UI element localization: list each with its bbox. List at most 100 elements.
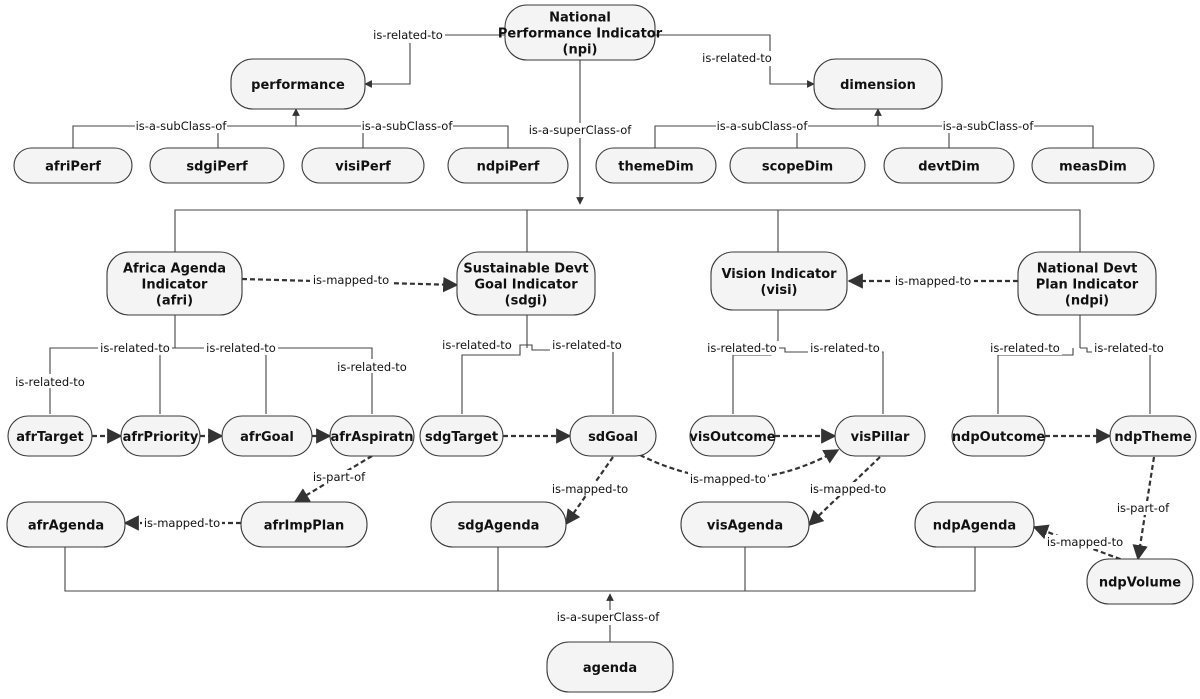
node-sdgiPerf: sdgiPerf: [149, 147, 285, 184]
node-label: Plan Indicator: [1036, 278, 1139, 293]
node-label: sdgTarget: [425, 430, 498, 445]
node-label: afrPriority: [123, 430, 199, 445]
node-visiPerf: visiPerf: [301, 147, 425, 184]
edge-label: is-mapped-to: [690, 472, 766, 486]
node-box: [106, 251, 243, 316]
node-label: themeDim: [618, 160, 693, 175]
node-box: [1017, 251, 1157, 316]
node-afrAspiratn: afrAspiratn: [329, 415, 415, 457]
node-label: (visi): [760, 283, 797, 298]
node-box: [729, 147, 866, 184]
node-scopeDim: scopeDim: [729, 147, 866, 184]
node-box: [447, 147, 569, 184]
edge-label: is-a-superClass-of: [557, 610, 661, 624]
node-label: visOutcome: [689, 430, 775, 445]
edge-label: is-related-to: [552, 338, 622, 352]
node-ndpTheme: ndpTheme: [1109, 415, 1197, 457]
edge-label: is-mapped-to: [1047, 535, 1123, 549]
node-measDim: measDim: [1031, 147, 1155, 184]
edge-labels: is-related-to is-related-to is-a-superCl…: [13, 28, 1171, 625]
node-box: [883, 147, 1015, 184]
node-label: (npi): [563, 43, 598, 58]
edge-label: is-mapped-to: [552, 482, 628, 496]
node-ndpiPerf: ndpiPerf: [447, 147, 569, 184]
edge-visi-children: [732, 310, 884, 414]
node-label: National Devt: [1037, 262, 1138, 277]
edge-label: is-part-of: [1117, 501, 1170, 515]
node-label: ndpiPerf: [477, 160, 540, 175]
node-label: National: [549, 11, 611, 26]
edge-label: is-part-of: [313, 470, 366, 484]
node-label: afrAgenda: [28, 519, 104, 534]
node-label: afrTarget: [16, 430, 84, 445]
edge-label: is-a-superClass-of: [529, 123, 633, 137]
node-box: [1031, 147, 1155, 184]
node-label: dimension: [840, 78, 916, 93]
node-afrTarget: afrTarget: [7, 415, 93, 457]
node-box: [6, 501, 126, 548]
node-label: Vision Indicator: [721, 267, 837, 282]
edge-label: is-a-subClass-of: [136, 119, 228, 133]
node-label: (afri): [156, 294, 193, 309]
node-box: [1109, 415, 1197, 457]
node-label: devtDim: [918, 160, 980, 175]
node-agenda: agenda: [546, 641, 674, 693]
node-label: ndpAgenda: [933, 519, 1016, 534]
edge-label: is-related-to: [702, 51, 772, 65]
node-visOutcome: visOutcome: [689, 415, 776, 457]
edge-ndpi-children: [997, 313, 1151, 414]
node-label: performance: [251, 78, 345, 93]
edge-label: is-related-to: [1094, 341, 1164, 355]
node-box: [710, 251, 848, 311]
node-box: [951, 415, 1046, 457]
node-devtDim: devtDim: [883, 147, 1015, 184]
node-box: [680, 501, 810, 548]
node-label: measDim: [1059, 160, 1127, 175]
node-label: (ndpi): [1065, 294, 1109, 309]
node-box: [329, 415, 415, 457]
edge-label: is-mapped-to: [810, 482, 886, 496]
edge-afri-children: [49, 313, 373, 414]
edge-label: is-mapped-to: [895, 274, 971, 288]
node-box: [7, 415, 93, 457]
node-box: [595, 147, 717, 184]
node-label: sdGoal: [588, 430, 638, 445]
node-box: [13, 147, 133, 184]
node-label: (sdgi): [505, 294, 548, 309]
node-box: [914, 501, 1035, 548]
edge-label: is-mapped-to: [313, 273, 389, 287]
node-box: [430, 501, 567, 548]
node-label: Performance Indicator: [498, 27, 663, 42]
edge-label: is-related-to: [810, 341, 880, 355]
node-box: [456, 251, 596, 316]
edge-label: is-a-subClass-of: [943, 119, 1035, 133]
edge-label: is-related-to: [100, 341, 170, 355]
node-box: [301, 147, 425, 184]
node-label: ndpTheme: [1114, 430, 1191, 445]
node-box: [1086, 558, 1194, 605]
node-sdgTarget: sdgTarget: [419, 415, 504, 457]
node-box: [546, 641, 674, 693]
node-box: [221, 415, 313, 457]
node-afrImpPlan: afrImpPlan: [240, 501, 368, 548]
edge-label: is-related-to: [373, 28, 443, 42]
node-sdgAgenda: sdgAgenda: [430, 501, 567, 548]
node-label: visPillar: [851, 430, 910, 445]
node-afrAgenda: afrAgenda: [6, 501, 126, 548]
node-label: Sustainable Devt: [463, 262, 588, 277]
node-label: visiPerf: [335, 160, 391, 175]
node-visAgenda: visAgenda: [680, 501, 810, 548]
node-label: afriPerf: [45, 160, 101, 175]
node-label: afrGoal: [240, 430, 294, 445]
node-sdGoal: sdGoal: [569, 415, 657, 457]
node-box: [230, 58, 366, 110]
node-box: [504, 4, 656, 61]
edge-label: is-a-subClass-of: [717, 119, 809, 133]
edge-label: is-related-to: [206, 341, 276, 355]
node-box: [419, 415, 504, 457]
edge-agenda-bus: [64, 545, 976, 592]
